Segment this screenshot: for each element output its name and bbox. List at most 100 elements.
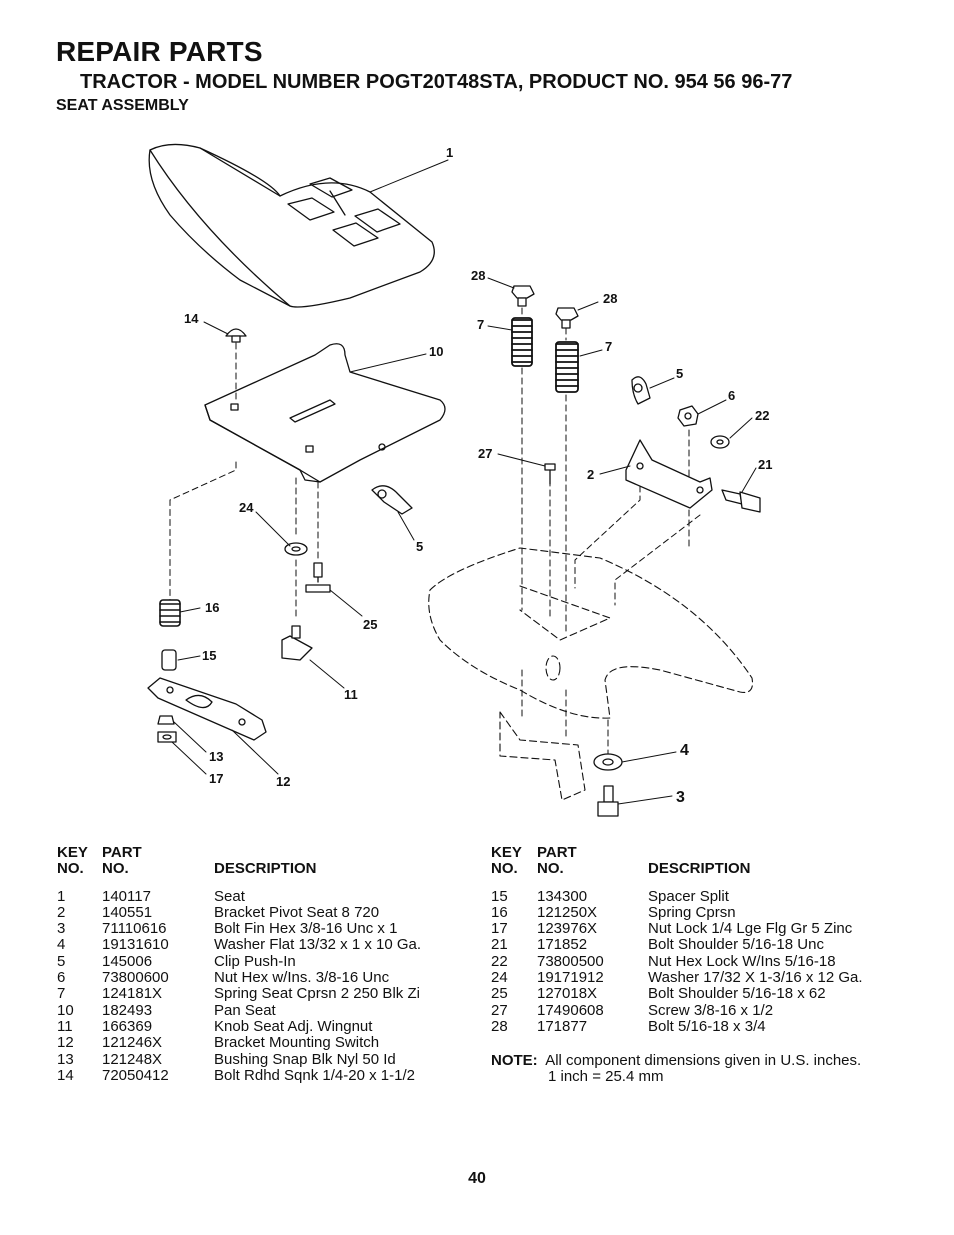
callout-1: 1 <box>446 145 453 160</box>
description-cell: Bracket Pivot Seat 8 720 <box>214 903 380 921</box>
bracket-12-part <box>147 677 267 741</box>
spring-16-part <box>159 599 181 627</box>
table-row: 13 121248X Bushing Snap Blk Nyl 50 Id <box>57 1050 467 1068</box>
callout-11: 11 <box>344 687 358 702</box>
callout-5b: 5 <box>416 539 423 554</box>
part-number-cell: 121246X <box>102 1034 163 1052</box>
nut-6-part <box>677 405 699 427</box>
callout-4: 4 <box>680 742 689 759</box>
part-number-cell: 124181X <box>102 985 163 1003</box>
key-cell: 24 <box>491 969 508 987</box>
description-cell: Nut Hex Lock W/Ins 5/16-18 <box>648 952 836 970</box>
description-cell: Nut Lock 1/4 Lge Flg Gr 5 Zinc <box>648 920 853 938</box>
part-number-cell: 140117 <box>102 887 151 905</box>
callout-25: 25 <box>363 617 377 632</box>
part-number-cell: 134300 <box>537 887 588 905</box>
key-cell: 11 <box>57 1017 73 1035</box>
callout-27: 27 <box>478 446 492 461</box>
spring-7-parts <box>511 317 579 393</box>
callout-7a: 7 <box>477 317 484 332</box>
key-cell: 15 <box>491 887 508 905</box>
part-number-cell: 73800600 <box>102 969 169 987</box>
bolt-28-parts <box>511 285 579 329</box>
bracket-2-part <box>625 439 713 509</box>
key-cell: 21 <box>491 936 508 954</box>
description-cell: Bolt Shoulder 5/16-18 x 62 <box>648 985 826 1003</box>
bolt-14-part <box>225 328 247 343</box>
description-cell: Bolt Fin Hex 3/8-16 Unc x 1 <box>214 920 398 938</box>
part-number-cell: 121248X <box>102 1050 163 1068</box>
header-key: KEY <box>57 844 88 861</box>
description-cell: Spacer Split <box>648 887 729 905</box>
callout-7b: 7 <box>605 339 612 354</box>
description-cell: Bushing Snap Blk Nyl 50 Id <box>214 1050 396 1068</box>
description-cell: Spring Cprsn <box>648 903 736 921</box>
key-cell: 17 <box>491 920 508 938</box>
part-number-cell: 19131610 <box>102 936 169 954</box>
screw-27-part <box>544 463 556 485</box>
clip-5-lower-part <box>371 485 413 515</box>
part-number-cell: 121250X <box>537 903 598 921</box>
callout-22: 22 <box>755 408 769 423</box>
header-part: PART <box>102 844 142 861</box>
callout-28a: 28 <box>471 268 485 283</box>
callout-5a: 5 <box>676 366 683 381</box>
part-number-cell: 171852 <box>537 936 588 954</box>
callout-6: 6 <box>728 388 735 403</box>
header-key-no: NO. <box>491 860 518 878</box>
callout-labels: 1 28 28 14 7 7 10 5 6 22 27 2 21 24 5 16… <box>184 145 772 806</box>
spacer-15-part <box>161 649 177 671</box>
key-cell: 7 <box>57 985 66 1003</box>
part-number-cell: 182493 <box>102 1001 153 1019</box>
callout-2: 2 <box>587 467 594 482</box>
description-cell: Bracket Mounting Switch <box>214 1034 380 1052</box>
key-cell: 27 <box>491 1001 508 1019</box>
key-cell: 13 <box>57 1050 74 1068</box>
callout-15: 15 <box>202 648 216 663</box>
header-part-no: NO. <box>102 860 129 878</box>
callout-24: 24 <box>239 500 254 515</box>
part-number-cell: 72050412 <box>102 1066 169 1084</box>
key-cell: 25 <box>491 985 508 1003</box>
description-cell: Nut Hex w/Ins. 3/8-16 Unc <box>214 969 390 987</box>
exploded-parts-diagram: 1 28 28 14 7 7 10 5 6 22 27 2 21 24 5 16… <box>147 143 772 817</box>
page-number: 40 <box>468 1170 486 1187</box>
part-number-cell: 145006 <box>102 952 153 970</box>
part-number-cell: 140551 <box>102 903 153 921</box>
key-cell: 10 <box>57 1001 74 1019</box>
callout-28b: 28 <box>603 291 617 306</box>
key-cell: 4 <box>57 936 66 954</box>
description-cell: Bolt 5/16-18 x 3/4 <box>648 1017 766 1035</box>
key-cell: 28 <box>491 1017 508 1035</box>
callout-17: 17 <box>209 771 223 786</box>
clip-5-upper-part <box>631 376 651 405</box>
knob-11-part <box>281 625 313 661</box>
washer-22-part <box>710 435 730 449</box>
bolt-3-part <box>597 785 619 817</box>
bushing-13-part <box>157 715 175 725</box>
bolt-25-part <box>305 562 331 593</box>
key-cell: 14 <box>57 1066 74 1084</box>
callout-14: 14 <box>184 311 199 326</box>
description-cell: Screw 3/8-16 x 1/2 <box>648 1001 774 1019</box>
note-line-2: 1 inch = 25.4 mm <box>548 1068 664 1086</box>
part-number-cell: 71110616 <box>102 920 167 938</box>
callout-3: 3 <box>676 789 685 806</box>
part-number-cell: 73800500 <box>537 952 604 970</box>
note-line-1: All component dimensions given in U.S. i… <box>545 1052 862 1069</box>
key-cell: 1 <box>57 887 66 905</box>
header-part-no: NO. <box>537 860 564 878</box>
callout-10: 10 <box>429 344 443 359</box>
description-cell: Seat <box>214 887 245 905</box>
